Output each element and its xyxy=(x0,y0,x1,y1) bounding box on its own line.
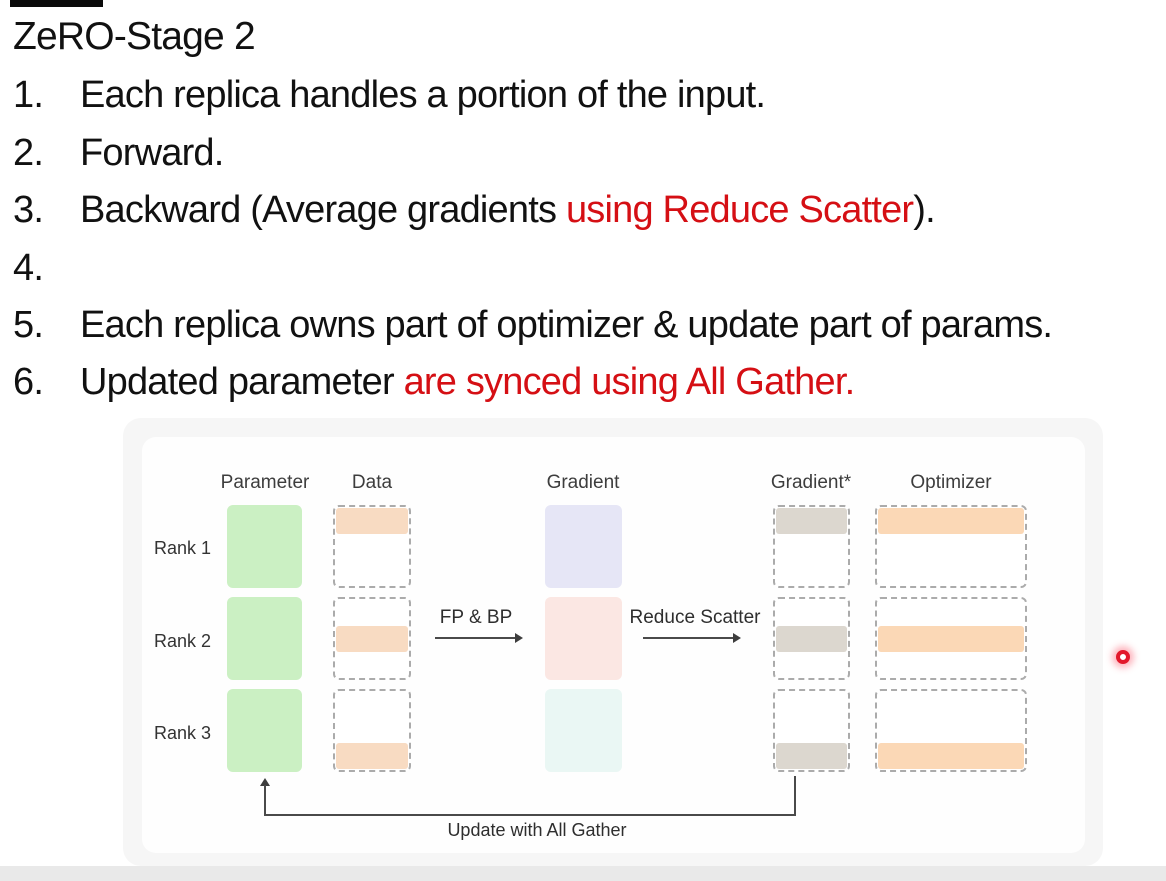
gradient-block-rank1 xyxy=(545,505,622,588)
column-header-gradient: Gradient xyxy=(546,472,620,493)
fp-bp-arrowhead-icon xyxy=(515,633,523,643)
optimizer-box-rank2 xyxy=(875,597,1027,680)
rank-label-1: Rank 1 xyxy=(153,538,211,558)
column-header-data: Data xyxy=(351,472,393,493)
gradient-block-rank2 xyxy=(545,597,622,680)
column-header-parameter: Parameter xyxy=(220,472,310,493)
laser-pointer-dot xyxy=(1116,650,1130,664)
rank-label-2: Rank 2 xyxy=(153,631,211,651)
reduce-scatter-arrow-line xyxy=(643,637,733,639)
gradient-star-shard-rank1 xyxy=(776,508,847,534)
gradient-star-shard-rank2 xyxy=(776,626,847,652)
data-box-rank2 xyxy=(333,597,411,680)
reduce-scatter-arrowhead-icon xyxy=(733,633,741,643)
bottom-strip xyxy=(0,866,1166,881)
gradient-star-box-rank2 xyxy=(773,597,850,680)
fp-bp-arrow-line xyxy=(435,637,515,639)
list-item-1: 1. Each replica handles a portion of the… xyxy=(0,66,1166,124)
update-all-gather-label: Update with All Gather xyxy=(447,820,627,840)
gradient-star-shard-rank3 xyxy=(776,743,847,769)
list-item-4: 4. xyxy=(0,239,1166,297)
data-shard-rank3 xyxy=(336,743,408,769)
data-box-rank1 xyxy=(333,505,411,588)
gradient-star-box-rank1 xyxy=(773,505,850,588)
parameter-block-rank3 xyxy=(227,689,302,772)
item-text: Backward (Average gradients using Reduce… xyxy=(80,189,936,231)
item-number: 6. xyxy=(13,361,44,403)
list-item-6: 6. Updated parameter are synced using Al… xyxy=(0,353,1166,411)
rank-label-3: Rank 3 xyxy=(153,723,211,743)
item-text: Forward. xyxy=(80,132,224,174)
item-number: 3. xyxy=(13,189,44,231)
list-item-2: 2. Forward. xyxy=(0,124,1166,182)
optimizer-shard-rank1 xyxy=(878,508,1024,534)
list-item-3: 3. Backward (Average gradients using Red… xyxy=(0,181,1166,239)
top-left-black-bar xyxy=(10,0,103,7)
data-shard-rank1 xyxy=(336,508,408,534)
optimizer-shard-rank2 xyxy=(878,626,1024,652)
item-number: 1. xyxy=(13,74,44,116)
list-item-5: 5. Each replica owns part of optimizer &… xyxy=(0,296,1166,354)
data-shard-rank2 xyxy=(336,626,408,652)
all-gather-connector-left xyxy=(264,785,266,816)
item-number: 2. xyxy=(13,132,44,174)
parameter-block-rank2 xyxy=(227,597,302,680)
item-text: Each replica owns part of optimizer & up… xyxy=(80,304,1053,346)
optimizer-shard-rank3 xyxy=(878,743,1024,769)
reduce-scatter-label: Reduce Scatter xyxy=(629,607,761,628)
gradient-star-box-rank3 xyxy=(773,689,850,772)
parameter-block-rank1 xyxy=(227,505,302,588)
optimizer-box-rank1 xyxy=(875,505,1027,588)
item-number: 4. xyxy=(13,247,44,289)
gradient-block-rank3 xyxy=(545,689,622,772)
item-text: Updated parameter are synced using All G… xyxy=(80,361,855,403)
column-header-optimizer: Optimizer xyxy=(910,472,992,493)
optimizer-box-rank3 xyxy=(875,689,1027,772)
item-text: Each replica handles a portion of the in… xyxy=(80,74,766,116)
item-number: 5. xyxy=(13,304,44,346)
all-gather-arrowhead-icon xyxy=(260,778,270,786)
fp-bp-label: FP & BP xyxy=(439,607,513,628)
all-gather-connector-right xyxy=(794,776,796,816)
column-header-gradient-star: Gradient* xyxy=(770,472,852,493)
slide-title: ZeRO-Stage 2 xyxy=(13,15,256,58)
data-box-rank3 xyxy=(333,689,411,772)
all-gather-connector-horizontal xyxy=(264,814,796,816)
